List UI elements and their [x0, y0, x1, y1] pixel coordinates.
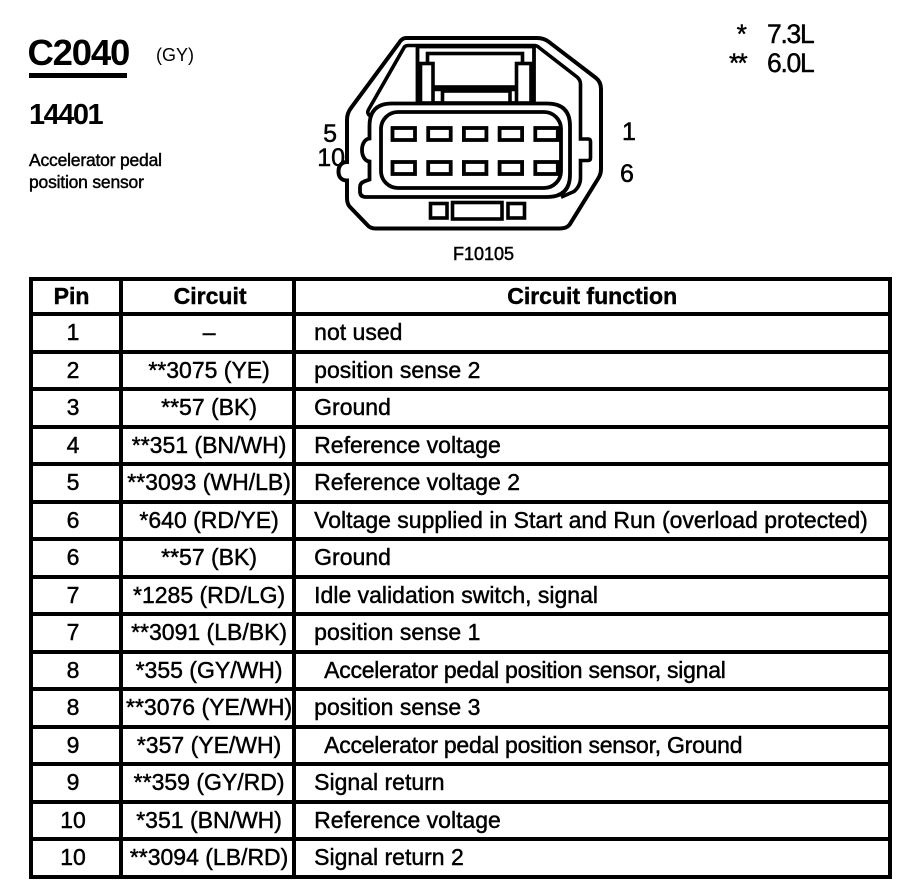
svg-text:1: 1 [622, 118, 636, 146]
svg-text:10: 10 [317, 144, 345, 172]
svg-text:F10105: F10105 [453, 244, 514, 264]
svg-text:6: 6 [620, 160, 634, 188]
svg-text:5: 5 [323, 120, 337, 148]
